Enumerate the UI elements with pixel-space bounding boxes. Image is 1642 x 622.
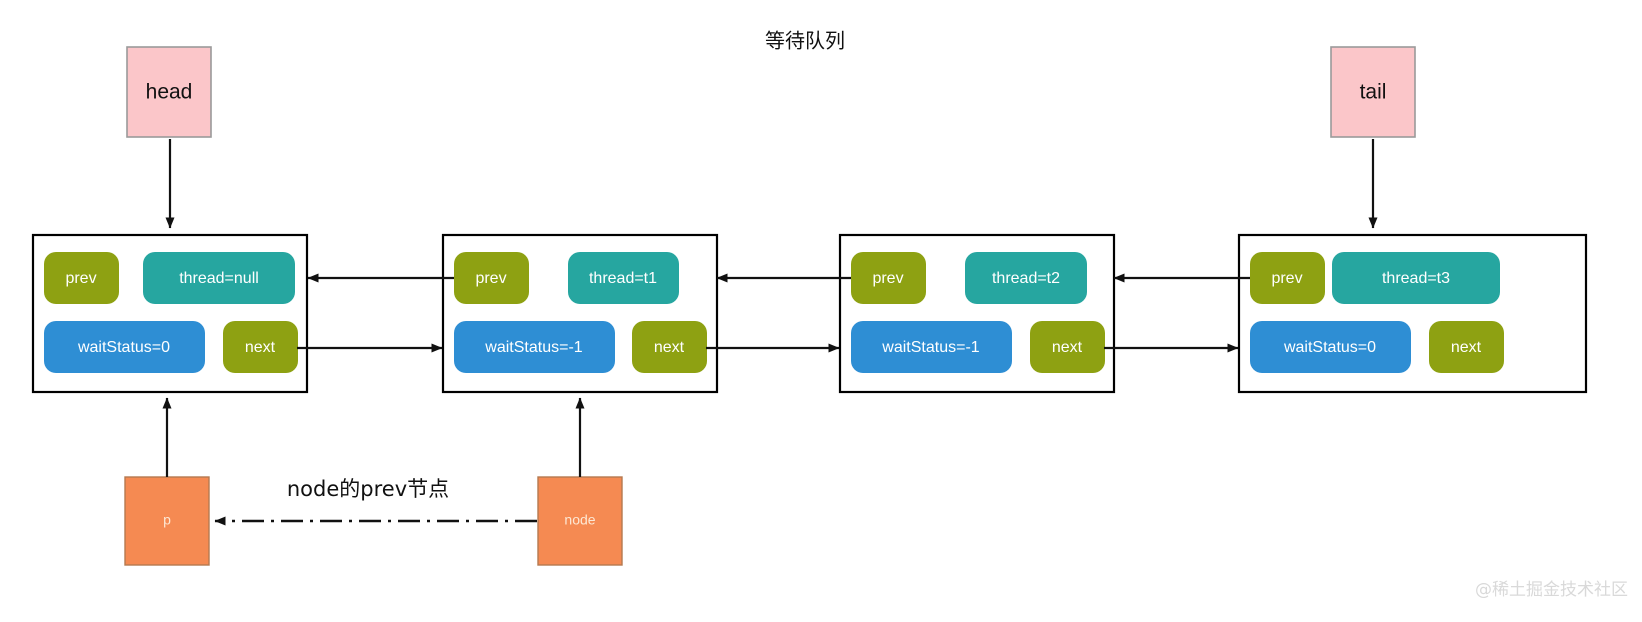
watermark-label: @稀土掘金技术社区	[1475, 580, 1628, 600]
node-box-label: node	[564, 512, 595, 528]
node-2-prev-label: prev	[872, 270, 903, 287]
queue-node-1: prev thread=t1 waitStatus=-1 next	[441, 233, 719, 394]
head-box-rect	[126, 46, 212, 138]
node-0-prev-label: prev	[65, 270, 96, 287]
node-3-prev-label: prev	[1271, 270, 1302, 287]
node-2-thread-label: thread=t2	[992, 270, 1060, 287]
node-3-next-label: next	[1451, 339, 1482, 356]
node-2-waitstatus-pill	[851, 321, 1012, 373]
node-1-waitstatus-label: waitStatus=-1	[484, 339, 582, 356]
pointer-box-tail: tail	[1330, 46, 1416, 138]
p-box-label: p	[163, 512, 171, 528]
node-2-waitstatus-label: waitStatus=-1	[881, 339, 979, 356]
node-0-next-pill	[223, 321, 298, 373]
tail-box-rect	[1330, 46, 1416, 138]
node-0-thread-label: thread=null	[179, 270, 259, 287]
queue-node-3: prev thread=t3 waitStatus=0 next	[1237, 233, 1588, 394]
ref-box-node: node	[537, 476, 623, 566]
node-box-rect	[537, 476, 623, 566]
node-3-next-pill	[1429, 321, 1504, 373]
node-3-waitstatus-pill	[1250, 321, 1411, 373]
node-3-prev-pill	[1250, 252, 1325, 304]
node-1-prev-label: prev	[475, 270, 506, 287]
queue-node-2: prev thread=t2 waitStatus=-1 next	[838, 233, 1116, 394]
node-0-waitstatus-label: waitStatus=0	[77, 339, 170, 356]
head-box-label: head	[146, 81, 193, 104]
node-1-prev-pill	[454, 252, 529, 304]
node-3-waitstatus-label: waitStatus=0	[1283, 339, 1376, 356]
node-1-waitstatus-pill	[454, 321, 615, 373]
node-2-next-label: next	[1052, 339, 1083, 356]
node-2-next-pill	[1030, 321, 1105, 373]
tail-box-label: tail	[1360, 81, 1387, 104]
node-2-prev-pill	[851, 252, 926, 304]
node-1-thread-pill	[568, 252, 679, 304]
node-2-thread-pill	[965, 252, 1087, 304]
node-3-thread-pill	[1332, 252, 1500, 304]
node-1-next-pill	[632, 321, 707, 373]
pointer-box-head: head	[126, 46, 212, 138]
node-0-waitstatus-pill	[44, 321, 205, 373]
p-box-rect	[124, 476, 210, 566]
diagram-title: 等待队列	[765, 29, 845, 53]
node-0-next-label: next	[245, 339, 276, 356]
node-0-prev-pill	[44, 252, 119, 304]
node-0-thread-pill	[143, 252, 295, 304]
node-3-thread-label: thread=t3	[1382, 270, 1450, 287]
node-1-thread-label: thread=t1	[589, 270, 657, 287]
ref-box-p: p	[124, 476, 210, 566]
node-prev-relation-label: node的prev节点	[287, 477, 449, 501]
queue-node-0: prev thread=null waitStatus=0 next	[31, 233, 309, 394]
node-1-next-label: next	[654, 339, 685, 356]
